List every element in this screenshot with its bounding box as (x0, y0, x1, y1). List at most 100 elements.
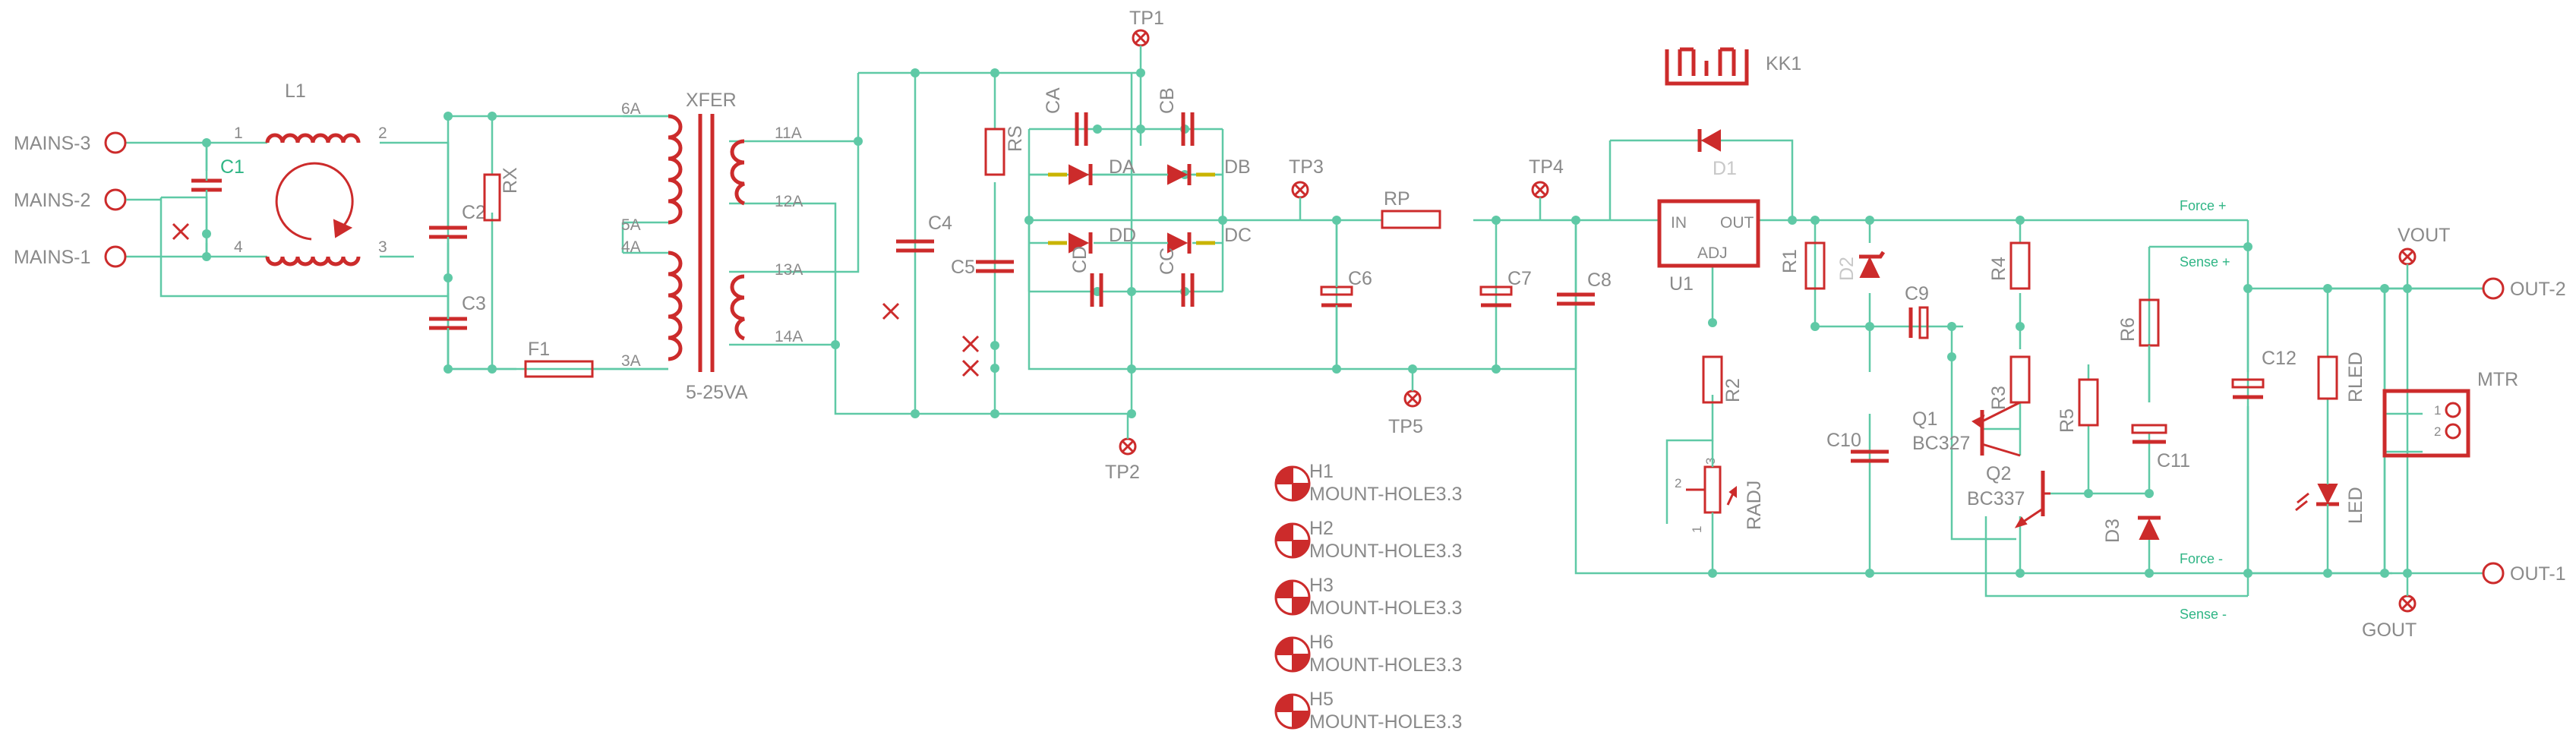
transistor-q1: Q1 BC327 (1912, 401, 2021, 457)
h6-ref: H6 (1309, 632, 1334, 653)
h2-value: MOUNT-HOLE3.3 (1309, 541, 1462, 562)
db-label: DB (1224, 156, 1251, 178)
gout-label: GOUT (2362, 620, 2417, 641)
diode-da: DA (1048, 156, 1135, 185)
h3-ref: H3 (1309, 575, 1334, 596)
xfer-rating-label: 5-25VA (686, 382, 748, 403)
r4-label: R4 (1988, 257, 2009, 281)
capacitor-c3: C3 (429, 237, 486, 369)
resistor-r3: R3 (1988, 355, 2031, 410)
q2-label: Q2 (1986, 463, 2011, 484)
resistor-r4: R4 (1988, 241, 2031, 290)
diode-d3: D3 (2102, 516, 2161, 543)
resistor-r2: R2 (1702, 355, 1744, 404)
c4-label: C4 (928, 213, 952, 234)
c2-label: C2 (462, 202, 486, 223)
out2-terminal-icon (2482, 277, 2505, 300)
diode-dc: DC (1167, 225, 1252, 254)
vout-label: VOUT (2398, 225, 2450, 246)
h3-value: MOUNT-HOLE3.3 (1309, 598, 1462, 619)
d1-label: D1 (1713, 158, 1737, 179)
rp-label: RP (1384, 188, 1410, 210)
fuse-f1: F1 (524, 339, 594, 378)
c5-label: C5 (951, 257, 975, 278)
c7-label: C7 (1507, 268, 1532, 289)
c10-label: C10 (1826, 430, 1861, 451)
net-force-plus: Force + (2180, 198, 2227, 213)
mains3-terminal-icon (104, 131, 127, 154)
capacitor-cc: CC (1157, 248, 1195, 307)
diode-d1: D1 (1697, 129, 1737, 179)
mount-hole-h3: H3 MOUNT-HOLE3.3 (1274, 575, 1462, 619)
u1-label: U1 (1669, 273, 1694, 295)
out2-label: OUT-2 (2510, 279, 2566, 300)
radj-pin3: 3 (1703, 458, 1718, 465)
capacitor-c10: C10 (1826, 430, 1889, 463)
mount-hole-h2: H2 MOUNT-HOLE3.3 (1274, 518, 1462, 562)
mtr-pin2: 2 (2434, 424, 2441, 439)
mains3-label: MAINS-3 (14, 133, 90, 154)
q1-type-label: BC327 (1912, 433, 1970, 454)
xfer-pin-12a: 12A (775, 193, 803, 210)
tp3-label: TP3 (1289, 156, 1324, 178)
cc-label: CC (1157, 248, 1178, 275)
r5-label: R5 (2057, 408, 2078, 433)
c1-label: C1 (220, 156, 245, 178)
xfer-pin-4a: 4A (621, 238, 641, 256)
net-labels: Force + Sense + Force - Sense - (2180, 198, 2230, 622)
mount-hole-h6: H6 MOUNT-HOLE3.3 (1274, 632, 1462, 676)
c9-label: C9 (1905, 283, 1929, 304)
mains-connectors: MAINS-3 MAINS-2 MAINS-1 (14, 131, 161, 268)
resistor-r6: R6 (2117, 298, 2160, 402)
resistor-rx: RX (483, 167, 521, 222)
xfer-pin-6a: 6A (621, 100, 641, 118)
c12-label: C12 (2262, 348, 2297, 369)
xfer-pin-3a: 3A (621, 352, 641, 370)
l1-pin4: 4 (234, 238, 243, 256)
cb-label: CB (1157, 87, 1178, 114)
diode-d2: D2 (1836, 251, 1886, 281)
out1-label: OUT-1 (2510, 563, 2566, 585)
testpoint-vout: VOUT (2398, 225, 2450, 289)
l1-label: L1 (285, 80, 306, 102)
kk1-label: KK1 (1766, 53, 1801, 74)
resistor-rs: RS (984, 125, 1026, 176)
u1-pin-out: OUT (1720, 214, 1754, 232)
net-sense-plus: Sense + (2180, 254, 2230, 270)
mtr-label: MTR (2477, 369, 2518, 390)
xfer-pin-13a: 13A (775, 261, 803, 279)
mount-hole-h1: H1 MOUNT-HOLE3.3 (1274, 461, 1462, 505)
h1-ref: H1 (1309, 461, 1334, 482)
mount-holes: H1 MOUNT-HOLE3.3 H2 MOUNT-HOLE3.3 H3 MOU… (1274, 461, 1462, 733)
mains2-terminal-icon (104, 188, 127, 211)
transformer-xfer: XFER 5-25VA 6A 5A 4A 3A 11A 12A 13A 14A (621, 90, 803, 403)
c3-label: C3 (462, 293, 486, 314)
d3-label: D3 (2102, 519, 2123, 543)
potentiometer-radj: RADJ 2 3 1 (1675, 440, 1765, 533)
h5-value: MOUNT-HOLE3.3 (1309, 711, 1462, 733)
r3-label: R3 (1988, 386, 2009, 410)
h6-value: MOUNT-HOLE3.3 (1309, 654, 1462, 676)
mount-hole-h5: H5 MOUNT-HOLE3.3 (1274, 689, 1462, 733)
net-sense-minus: Sense - (2180, 607, 2227, 622)
resistor-r5: R5 (2057, 378, 2099, 433)
r6-label: R6 (2117, 317, 2139, 342)
f1-label: F1 (528, 339, 550, 360)
mains1-terminal-icon (104, 245, 127, 268)
l1-pin3: 3 (378, 238, 387, 256)
capacitor-c11: C11 (2131, 424, 2190, 471)
testpoint-tp5: TP5 (1388, 369, 1423, 437)
c8-label: C8 (1587, 270, 1612, 291)
led-label: LED (2345, 487, 2366, 524)
tp2-label: TP2 (1105, 462, 1140, 483)
r2-label: R2 (1722, 378, 1744, 402)
transistor-q2: Q2 BC337 (1967, 463, 2050, 528)
tp5-label: TP5 (1388, 416, 1423, 437)
testpoint-gout: GOUT (2362, 573, 2417, 641)
testpoint-tp4: TP4 (1529, 156, 1564, 220)
c11-label: C11 (2157, 450, 2190, 471)
ca-label: CA (1043, 87, 1064, 114)
h5-ref: H5 (1309, 689, 1334, 710)
resistor-rled: RLED (2317, 352, 2366, 402)
capacitor-c5: C5 (951, 257, 1014, 377)
